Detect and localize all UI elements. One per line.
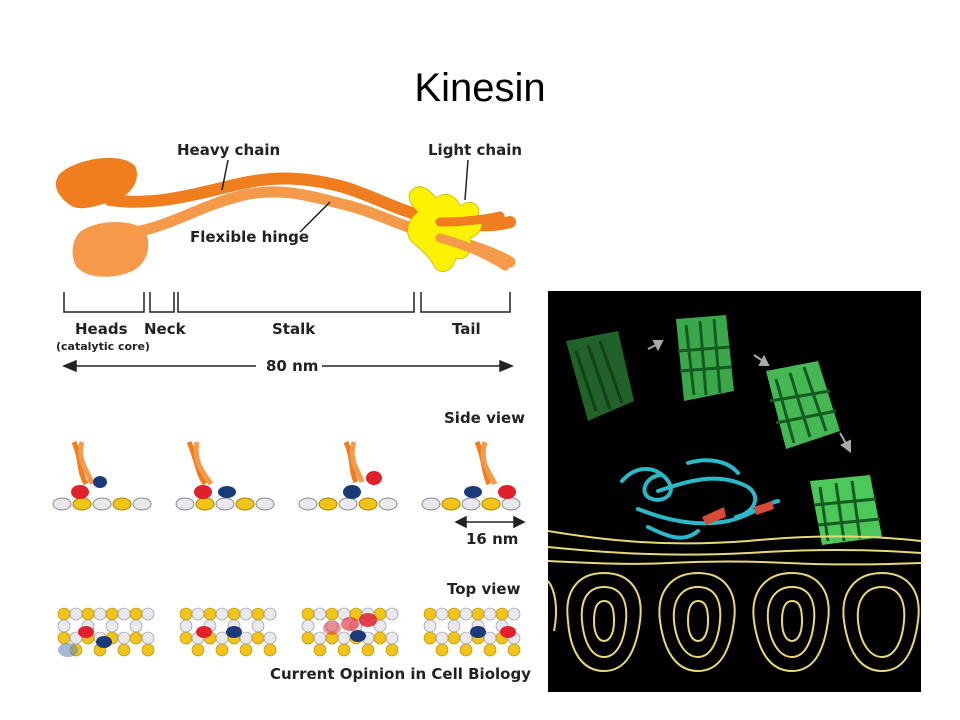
step-arrow <box>454 515 526 529</box>
head-domain-3 <box>766 361 840 449</box>
microtubule-row <box>52 497 152 511</box>
top-view-panels <box>57 607 521 657</box>
side-view-panels <box>52 440 521 511</box>
domain-brackets <box>63 292 511 313</box>
label-neck: Neck <box>144 320 186 338</box>
label-80nm: 80 nm <box>266 357 319 375</box>
structure-illustration <box>548 315 921 673</box>
structure-image-panel <box>548 291 921 692</box>
label-light-chain: Light chain <box>428 141 523 159</box>
slide-title: Kinesin <box>414 66 546 110</box>
label-heads-sub: (catalytic core) <box>56 340 150 353</box>
light-chain-shape <box>407 186 483 272</box>
head-domain-1 <box>566 331 634 421</box>
top-grid-3 <box>301 607 399 657</box>
label-top-view: Top view <box>447 580 521 598</box>
density-contours <box>548 530 921 673</box>
label-tail: Tail <box>452 320 481 338</box>
motion-arrows <box>647 340 851 453</box>
top-grid-2 <box>179 607 277 657</box>
label-stalk: Stalk <box>272 320 316 338</box>
label-heads: Heads <box>75 320 128 338</box>
label-flexible-hinge: Flexible hinge <box>190 228 310 246</box>
motor-highlights <box>702 501 774 525</box>
length-arrow <box>62 359 514 373</box>
label-heavy-chain: Heavy chain <box>177 141 281 159</box>
motor-domain <box>620 458 780 540</box>
label-side-view: Side view <box>444 409 526 427</box>
head-domain-2 <box>676 315 734 401</box>
label-credit: Current Opinion in Cell Biology <box>270 665 531 683</box>
head-lower <box>72 221 149 277</box>
label-16nm: 16 nm <box>466 530 519 548</box>
top-grid-1 <box>57 607 155 657</box>
top-grid-4 <box>423 607 521 657</box>
head-domain-4 <box>810 475 882 545</box>
